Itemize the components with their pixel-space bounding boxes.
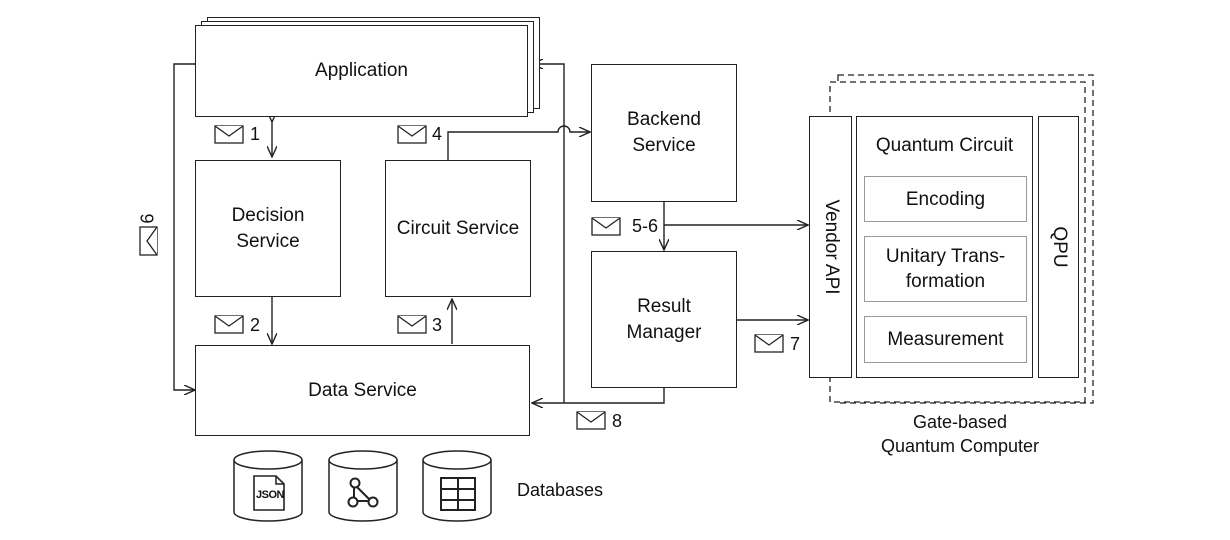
envelope-icon: [139, 226, 158, 256]
message-number-9: 9: [136, 213, 157, 224]
decision-service-box: Decision Service: [195, 160, 341, 297]
unitary-transformation-box: Unitary Trans- formation: [864, 236, 1027, 302]
backend-service-label-line-2: Service: [632, 135, 696, 156]
decision-service-label-line-2: Service: [236, 230, 300, 252]
measurement-label: Measurement: [887, 329, 1004, 350]
message-number-3: 3: [432, 315, 443, 335]
quantum-circuit-label: Quantum Circuit: [875, 135, 1014, 156]
vendor-api-box: Vendor API: [809, 116, 852, 378]
json-document-icon: [233, 450, 303, 522]
result-manager-label-line-2: Manager: [626, 321, 702, 343]
envelope-icon: [214, 125, 244, 144]
vendor-api-label: Vendor API: [820, 199, 842, 295]
envelope-icon: [576, 411, 606, 430]
decision-service-label-line-1: Decision: [231, 204, 305, 226]
connector-8: [532, 388, 665, 403]
graph-icon: [328, 450, 398, 522]
message-number-4: 4: [432, 124, 443, 144]
envelope-icon: [214, 315, 244, 334]
application-box: Application: [195, 25, 528, 117]
databases-label: Databases: [517, 480, 604, 500]
result-manager-box: Result Manager: [591, 251, 737, 388]
application-label: Application: [315, 60, 408, 81]
connector-4: [447, 125, 590, 160]
backend-service-label-line-1: Backend: [627, 109, 701, 130]
message-number-2: 2: [250, 315, 261, 335]
unitary-transformation-label-line-2: formation: [905, 271, 986, 292]
envelope-icon: [397, 125, 427, 144]
envelope-icon: [754, 334, 784, 353]
envelope-icon: [397, 315, 427, 334]
encoding-box: Encoding: [864, 176, 1027, 222]
table-grid-icon: [422, 450, 492, 522]
measurement-box: Measurement: [864, 316, 1027, 363]
quantum-computer-label-line-1: Gate-based: [912, 412, 1008, 432]
connector-backend-application: [532, 64, 565, 403]
data-service-box: Data Service: [195, 345, 530, 436]
json-icon-text: JSON: [256, 489, 284, 501]
circuit-service-box: Circuit Service: [385, 160, 531, 297]
message-number-7: 7: [790, 334, 801, 354]
quantum-computer-label-line-2: Quantum Computer: [880, 436, 1040, 456]
encoding-label: Encoding: [905, 188, 986, 210]
connector-9: [173, 64, 195, 390]
circuit-service-label: Circuit Service: [396, 217, 520, 239]
message-number-1: 1: [250, 124, 261, 144]
envelope-icon: [591, 217, 621, 236]
qpu-label: QPU: [1048, 226, 1070, 268]
quantum-computer-label: Gate-based Quantum Computer: [840, 410, 1080, 458]
backend-service-box: Backend Service: [591, 64, 737, 202]
data-service-label: Data Service: [308, 379, 417, 401]
qpu-box: QPU: [1038, 116, 1079, 378]
message-number-8: 8: [612, 411, 623, 431]
result-manager-label-line-1: Result: [637, 295, 691, 317]
unitary-transformation-label-line-1: Unitary Trans-: [885, 246, 1006, 267]
message-number-5-6: 5-6: [632, 216, 659, 236]
